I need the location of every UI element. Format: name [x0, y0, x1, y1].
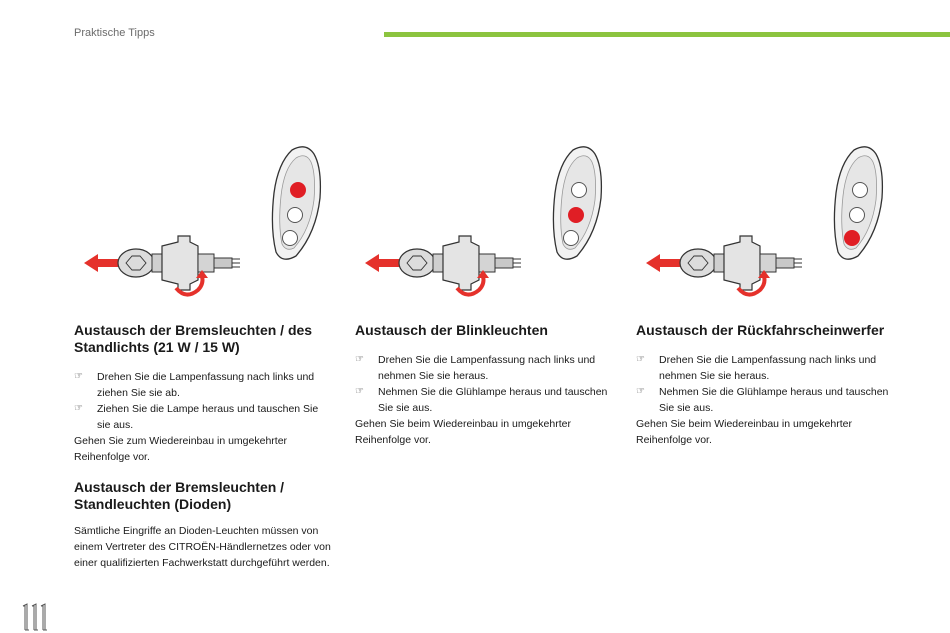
pointing-hand-icon: ☞ [636, 386, 645, 397]
bulb-base [151, 253, 163, 273]
highlighted-lamp-socket [844, 230, 860, 246]
bulb-removal-illustration-1 [84, 146, 322, 297]
steps-list: ☞Drehen Sie die Lampenfassung nach links… [636, 352, 894, 416]
bulb-filament [125, 255, 147, 271]
bulb-glass [398, 248, 436, 278]
bulb-removal-illustration-3 [646, 146, 884, 297]
lamp-socket [282, 230, 298, 246]
pointing-hand-icon: ☞ [355, 354, 364, 365]
holder-connector [494, 257, 514, 269]
section-brake-lights: Austausch der Bremsleuchten / des Standl… [74, 322, 332, 571]
page-number [22, 603, 47, 631]
holder-wires [513, 258, 521, 268]
reassembly-note: Gehen Sie beim Wiedereinbau in umgekehrt… [636, 418, 852, 446]
section-indicators: Austausch der Blinkleuchten ☞Drehen Sie … [355, 322, 613, 448]
tail-lamp-lens [560, 155, 596, 250]
rotate-arrow-head [477, 270, 489, 278]
pointing-hand-icon: ☞ [636, 354, 645, 365]
step-item: ☞Drehen Sie die Lampenfassung nach links… [355, 354, 596, 382]
section-reversing-lights: Austausch der Rückfahrscheinwerfer ☞Dreh… [636, 322, 894, 448]
reassembly-note: Gehen Sie zum Wiedereinbau in umgekehrte… [74, 435, 288, 463]
tail-lamp-lens [841, 155, 877, 250]
steps-list: ☞Drehen Sie die Lampenfassung nach links… [355, 352, 613, 416]
bulb-removal-illustration-2 [365, 146, 603, 297]
rotate-arrow-head [196, 270, 208, 278]
reassembly-note: Gehen Sie beim Wiedereinbau in umgekehrt… [355, 418, 571, 446]
tail-lamp-lens [279, 155, 315, 250]
holder-connector [775, 257, 795, 269]
section-accent-bar [384, 32, 950, 37]
lamp-socket [852, 182, 868, 198]
step-item: ☞Nehmen Sie die Glühlampe heraus und tau… [355, 386, 608, 414]
bulb-filament [687, 255, 709, 271]
bulb-base [432, 253, 444, 273]
pointing-hand-icon: ☞ [355, 386, 364, 397]
lamp-holder [442, 235, 480, 291]
pull-arrow-icon [646, 254, 680, 272]
holder-shaft [478, 253, 496, 273]
rotate-arrow-icon [455, 275, 486, 297]
pointing-hand-icon: ☞ [74, 371, 83, 382]
rotate-arrow-icon [174, 275, 205, 297]
bulb-glass [679, 248, 717, 278]
subsection-title: Austausch der Bremsleuchten / Standleuch… [74, 479, 285, 512]
step-item: ☞Nehmen Sie die Glühlampe heraus und tau… [636, 386, 889, 414]
bulb-filament [406, 255, 428, 271]
bulb-glass [117, 248, 155, 278]
step-item: ☞Drehen Sie die Lampenfassung nach links… [636, 354, 877, 382]
lamp-socket [849, 207, 865, 223]
step-item: ☞Ziehen Sie die Lampe heraus und tausche… [74, 403, 319, 431]
lamp-holder [161, 235, 199, 291]
lamp-socket [287, 207, 303, 223]
pull-arrow-icon [365, 254, 399, 272]
step-item: ☞Drehen Sie die Lampenfassung nach links… [74, 371, 315, 399]
subsection-text: Sämtliche Eingriffe an Dioden-Leuchten m… [74, 525, 331, 569]
section-title: Austausch der Blinkleuchten [355, 322, 548, 338]
holder-shaft [197, 253, 215, 273]
rotate-arrow-head [758, 270, 770, 278]
highlighted-lamp-socket [290, 182, 306, 198]
lamp-socket [571, 182, 587, 198]
rotate-arrow-icon [736, 275, 767, 297]
section-header-label: Praktische Tipps [74, 27, 155, 39]
holder-connector [213, 257, 233, 269]
section-title: Austausch der Bremsleuchten / des Standl… [74, 322, 313, 355]
highlighted-lamp-socket [568, 207, 584, 223]
lamp-socket [563, 230, 579, 246]
steps-list: ☞Drehen Sie die Lampenfassung nach links… [74, 369, 332, 433]
pointing-hand-icon: ☞ [74, 403, 83, 414]
bulb-base [713, 253, 725, 273]
holder-wires [232, 258, 240, 268]
holder-wires [794, 258, 802, 268]
lamp-holder [723, 235, 761, 291]
pull-arrow-icon [84, 254, 118, 272]
holder-shaft [759, 253, 777, 273]
section-title: Austausch der Rückfahrscheinwerfer [636, 322, 885, 338]
